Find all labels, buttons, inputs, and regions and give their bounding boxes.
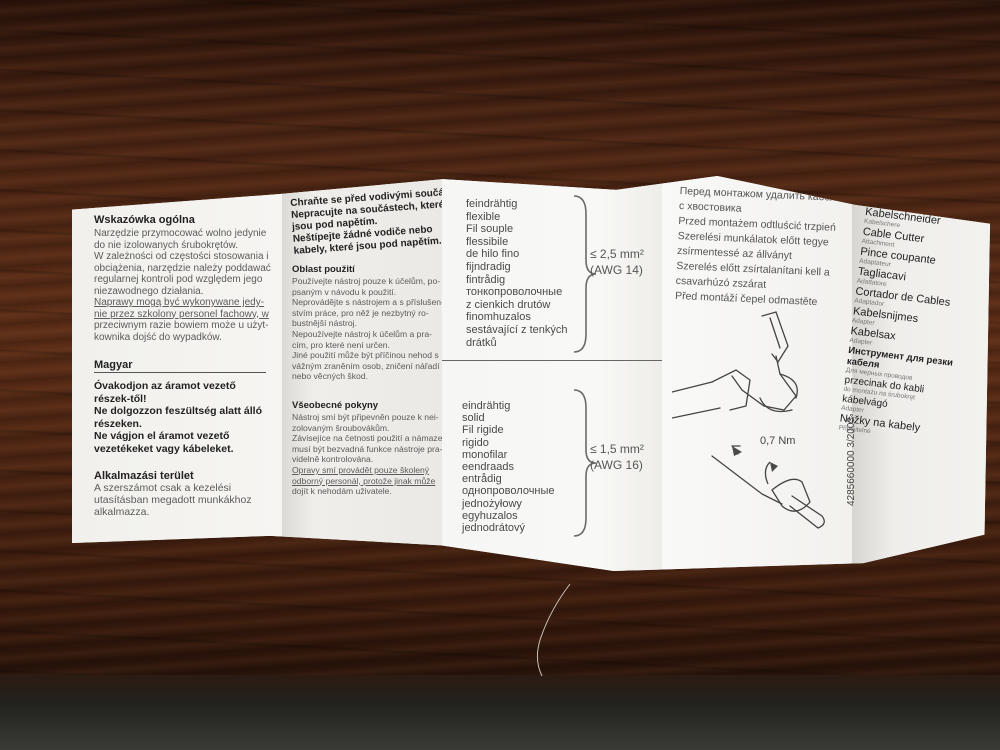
text-line: solid [462, 412, 485, 425]
floor [0, 675, 1000, 750]
text-line: Závisejíce na četnosti použití a námaze, [292, 433, 445, 444]
text-line: eendraads [462, 461, 514, 474]
text-line: utasításban megadott munkákhoz [94, 494, 252, 506]
awg-value: (AWG 14) [590, 263, 643, 277]
text-line: odborný personál, protože jinak může [292, 475, 436, 486]
text-line: drátků [466, 336, 497, 349]
text-line: z cienkich drutów [466, 298, 551, 311]
panel-assembly: Перед монтажом удалить кабель с хвостови… [662, 176, 852, 571]
text-line: Narzędzie przymocować wolno jedynie [94, 228, 267, 239]
text-line: nebo věcných škod. [292, 371, 368, 382]
text-line: Naprawy mogą być wykonywane jedy- [94, 297, 265, 308]
text-line: vezetékeket vagy kábeleket. [94, 442, 234, 455]
warning-text: Óvakodjon az áramot vezető részek-től! N… [94, 380, 262, 455]
text-line: Nepoužívejte nástroj k účelům a pra- [292, 328, 432, 339]
solid-wire-list: eindrähtig solid Fil rigide rigido monof… [462, 400, 555, 534]
assembly-text: Перед монтажом удалить кабель с хвостови… [675, 184, 842, 311]
divider [94, 372, 266, 373]
panel-polish-hungarian: Wskazówka ogólna Narzędzie przymocować w… [72, 176, 282, 571]
size-value: ≤ 2,5 mm² [590, 247, 644, 261]
text-line: részek-től! [94, 392, 147, 405]
heading-area: Alkalmazási terület [94, 470, 194, 482]
heading-language: Magyar [94, 359, 133, 371]
text-line: videlně kontrolována. [292, 454, 374, 465]
solid-size: ≤ 1,5 mm² (AWG 16) [590, 441, 644, 473]
text-line: przeciwnym razie bowiem może u użyt- [94, 320, 269, 331]
flexible-wire-list: feindrähtig flexible Fil souple flessibi… [466, 198, 568, 349]
text-line: sestávající z tenkých [466, 323, 568, 336]
size-value: ≤ 1,5 mm² [590, 442, 644, 456]
text-line: eindrähtig [462, 400, 511, 412]
text-line: Jiné použití může být příčinou nehod s [292, 350, 439, 361]
text-line: Neprovádějte s nástrojem a s příslušen- [292, 297, 444, 308]
text-line: Óvakodjon az áramot vezető [94, 380, 236, 392]
text-line: részeken. [94, 417, 142, 430]
text-line: egyhuzalos [462, 509, 518, 522]
text-line: entrådig [462, 473, 502, 486]
text-line: zolovaným šroubovákům. [292, 422, 390, 433]
text-line: obciążenia, narzędzie należy poddawać [94, 262, 271, 274]
text-line: psaným v návodu k použití. [292, 286, 397, 297]
heading-use: Oblast použití [292, 264, 355, 275]
text-line: Používejte nástroj pouze k účelům, po- [292, 276, 441, 286]
brace-solid [573, 389, 597, 537]
text-line: flexible [466, 210, 501, 223]
polish-text: Narzędzie przymocować wolno jedynie do n… [94, 228, 271, 343]
text-line: dojít k nehodám uživatele. [292, 486, 392, 497]
text-line: Nástroj smí být připevněn pouze k nei- [292, 412, 439, 422]
general-text: Nástroj smí být připevněn pouze k nei- z… [292, 412, 445, 497]
text-line: regularnej kontroli pod względem jego [94, 274, 263, 285]
text-line: do nie izolowanych śrubokrętów. [94, 239, 238, 251]
heading-general-note: Wskazówka ogólna [94, 214, 195, 226]
panel-wire-types: feindrähtig flexible Fil souple flessibi… [442, 176, 662, 571]
text-line: jednodrátový [462, 522, 525, 535]
part-number: 4285660000 3/2003 [846, 417, 857, 506]
text-line: bustnější nástroj. [292, 318, 357, 329]
text-line: alkalmazza. [94, 506, 150, 518]
instruction-leaflet: Wskazówka ogólna Narzędzie przymocować w… [72, 176, 990, 571]
text-line: тонкопроволочные [466, 286, 563, 299]
text-line: cím, pro které není určen. [292, 339, 390, 350]
text-line: Fil rigide [462, 424, 504, 437]
text-line: Ne vágjon el áramot vezető [94, 430, 230, 442]
brace-flexible [573, 195, 597, 353]
text-line: monofilar [462, 448, 508, 461]
thread-fiber [536, 583, 571, 677]
text-line: stvím práce, pro něž je nezbytný ro- [292, 307, 429, 318]
divider [442, 360, 662, 361]
assembly-illustration [672, 311, 825, 529]
heading-general: Všeobecné pokyny [292, 400, 379, 411]
use-text: Používejte nástroj pouze k účelům, po- p… [292, 276, 444, 382]
text-line: W zależności od częstości stosowania i [94, 251, 269, 262]
text-line: A szerszámot csak a kezelési [94, 482, 232, 494]
awg-value: (AWG 16) [590, 458, 643, 472]
text-line: nie przez szkolony personel fachowy, w [94, 308, 269, 320]
text-line: однопроволочные [462, 485, 555, 498]
panel-czech: Chraňte se před vodivými součástmi Nepra… [282, 176, 465, 571]
text-line: musí být bezvadná funkce nástroje pra- [292, 443, 443, 454]
torque-label: 0,7 Nm [760, 435, 796, 447]
text-line: kownika dojść do wypadków. [94, 331, 222, 343]
panel-product-names: Kabelschneider Kabelschere Cable Cutter … [838, 176, 990, 571]
text-line: fintrådig [466, 273, 506, 286]
text-line: rigido [462, 436, 489, 449]
text-line: vážným zraněním osob, zničení nářadí [292, 360, 440, 371]
text-line: flessibile [466, 235, 509, 248]
flexible-size: ≤ 2,5 mm² (AWG 14) [590, 246, 644, 278]
text-line: feindrähtig [466, 198, 518, 210]
text-line: fijndradig [466, 260, 511, 273]
text-line: Opravy smí provádět pouze školený [292, 464, 430, 475]
area-text: A szerszámot csak a kezelési utasításban… [94, 482, 252, 518]
text-line: niezawodnego działania. [94, 285, 204, 297]
product-name-list: Kabelschneider Kabelschere Cable Cutter … [838, 206, 977, 446]
text-line: Ne dolgozzon feszültség alatt álló [94, 405, 263, 417]
text-line: jednożyłowy [462, 497, 522, 510]
text-line: finomhuzalos [466, 311, 531, 324]
text-line: Fil souple [466, 223, 514, 236]
text-line: de hilo fino [466, 248, 520, 261]
